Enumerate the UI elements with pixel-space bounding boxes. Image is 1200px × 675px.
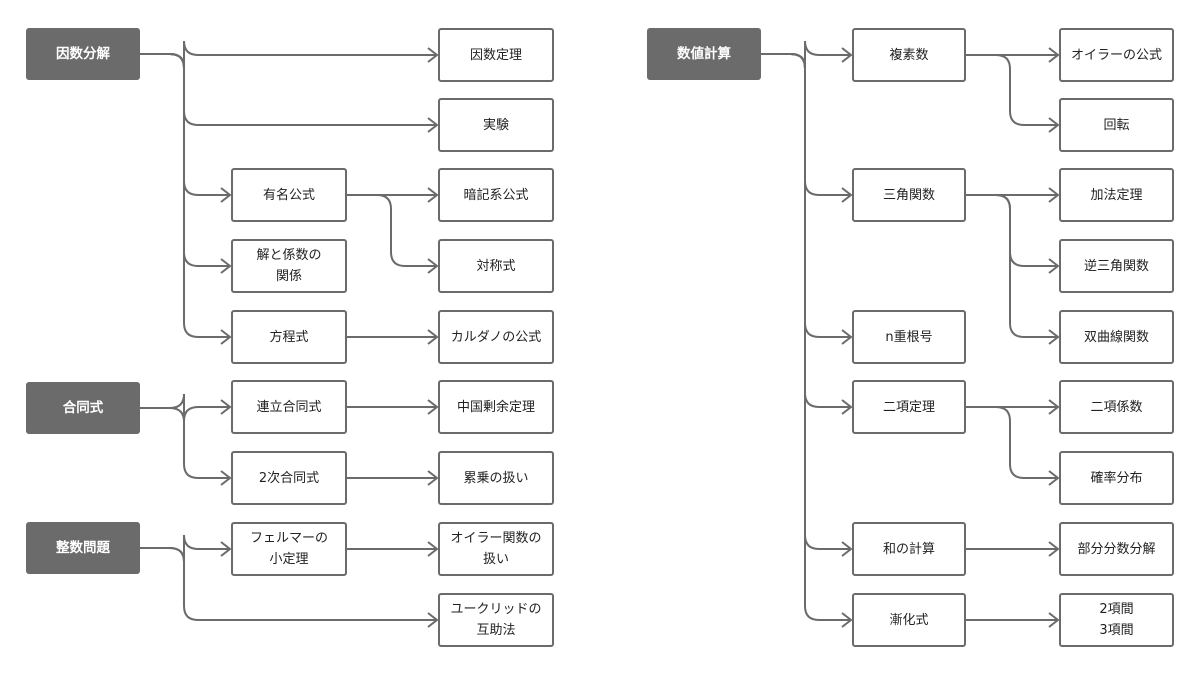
node-power-handling[interactable]: 累乗の扱い <box>438 451 554 505</box>
node-rotation[interactable]: 回転 <box>1059 98 1174 152</box>
arrowhead <box>1048 47 1060 63</box>
connector-trig_functions-to-inverse_trig <box>966 194 1060 274</box>
arrowhead <box>1048 470 1060 486</box>
node-partial-fractions[interactable]: 部分分数分解 <box>1059 522 1174 576</box>
root-factorization[interactable]: 因数分解 <box>26 28 140 80</box>
node-recurrence[interactable]: 漸化式 <box>852 593 966 647</box>
node-probability-distribution[interactable]: 確率分布 <box>1059 451 1174 505</box>
connector-fermat_little-to-euler_function <box>347 541 439 557</box>
node-hyperbolic-functions[interactable]: 双曲線関数 <box>1059 310 1174 364</box>
node-complex-numbers[interactable]: 複素数 <box>852 28 966 82</box>
connector-binomial_theorem-to-probability_dist <box>966 406 1060 486</box>
root-integer-problems[interactable]: 整数問題 <box>26 522 140 574</box>
node-trig-functions[interactable]: 三角関数 <box>852 168 966 222</box>
connector-quadratic_congruence-to-power_handling <box>347 470 439 486</box>
node-binomial-coefficient[interactable]: 二項係数 <box>1059 380 1174 434</box>
arrowhead <box>220 541 232 557</box>
root-numerical-calc[interactable]: 数値計算 <box>647 28 761 80</box>
node-quadratic-congruence[interactable]: 2次合同式 <box>231 451 347 505</box>
connector-recurrence-to-two_three_terms <box>966 612 1060 628</box>
arrowhead <box>427 117 439 133</box>
node-famous-formulas[interactable]: 有名公式 <box>231 168 347 222</box>
arrowhead <box>841 329 853 345</box>
arrowhead <box>427 47 439 63</box>
arrowhead <box>1048 258 1060 274</box>
connector-trig_functions-to-hyperbolic <box>966 194 1060 345</box>
arrowhead <box>1048 612 1060 628</box>
node-equations[interactable]: 方程式 <box>231 310 347 364</box>
node-nth-root[interactable]: n重根号 <box>852 310 966 364</box>
arrowhead <box>1048 541 1060 557</box>
connector-congruence-to-quadratic_congruence <box>140 407 232 486</box>
connector-sum_calc-to-partial_fractions <box>966 541 1060 557</box>
arrowhead <box>220 258 232 274</box>
arrowhead <box>1048 187 1060 203</box>
arrowhead <box>841 47 853 63</box>
node-chinese-remainder-theorem[interactable]: 中国剰余定理 <box>438 380 554 434</box>
node-fermat-little-theorem[interactable]: フェルマーの 小定理 <box>231 522 347 576</box>
connector-famous_formulas-to-symmetric_expr <box>347 194 439 274</box>
node-factor-theorem[interactable]: 因数定理 <box>438 28 554 82</box>
node-euclidean-algorithm[interactable]: ユークリッドの 互助法 <box>438 593 554 647</box>
arrowhead <box>841 541 853 557</box>
node-sum-calculation[interactable]: 和の計算 <box>852 522 966 576</box>
connector-equations-to-cardano_formula <box>347 329 439 345</box>
root-congruence[interactable]: 合同式 <box>26 382 140 434</box>
node-binomial-theorem[interactable]: 二項定理 <box>852 380 966 434</box>
connector-numerical_calc-to-recurrence <box>761 53 853 628</box>
node-cardano-formula[interactable]: カルダノの公式 <box>438 310 554 364</box>
arrowhead <box>220 470 232 486</box>
connector-factorization-to-equations <box>140 53 232 345</box>
connector-integer_problems-to-euclid_algorithm <box>140 547 439 628</box>
node-addition-theorem[interactable]: 加法定理 <box>1059 168 1174 222</box>
arrowhead <box>427 258 439 274</box>
arrowhead <box>427 329 439 345</box>
connector-simultaneous_congruence-to-chinese_remainder <box>347 399 439 415</box>
arrowhead <box>841 612 853 628</box>
arrowhead <box>427 541 439 557</box>
node-two-three-term-recurrence[interactable]: 2項間 3項間 <box>1059 593 1174 647</box>
arrowhead <box>220 187 232 203</box>
arrowhead <box>841 399 853 415</box>
node-memorization-formulas[interactable]: 暗記系公式 <box>438 168 554 222</box>
connector-congruence-to-simultaneous_congruence <box>140 393 232 422</box>
node-symmetric-expression[interactable]: 対称式 <box>438 239 554 293</box>
arrowhead <box>427 470 439 486</box>
arrowhead <box>220 329 232 345</box>
arrowhead <box>841 187 853 203</box>
arrowhead <box>427 612 439 628</box>
node-simultaneous-congruence[interactable]: 連立合同式 <box>231 380 347 434</box>
arrowhead <box>427 399 439 415</box>
arrowhead <box>1048 117 1060 133</box>
arrowhead <box>1048 399 1060 415</box>
arrowhead <box>1048 329 1060 345</box>
node-euler-formula[interactable]: オイラーの公式 <box>1059 28 1174 82</box>
connector-complex_numbers-to-rotation <box>966 54 1060 133</box>
node-inverse-trig[interactable]: 逆三角関数 <box>1059 239 1174 293</box>
arrowhead <box>427 187 439 203</box>
arrowhead <box>220 399 232 415</box>
node-euler-function[interactable]: オイラー関数の 扱い <box>438 522 554 576</box>
node-experiment[interactable]: 実験 <box>438 98 554 152</box>
node-roots-coefficients[interactable]: 解と係数の 関係 <box>231 239 347 293</box>
